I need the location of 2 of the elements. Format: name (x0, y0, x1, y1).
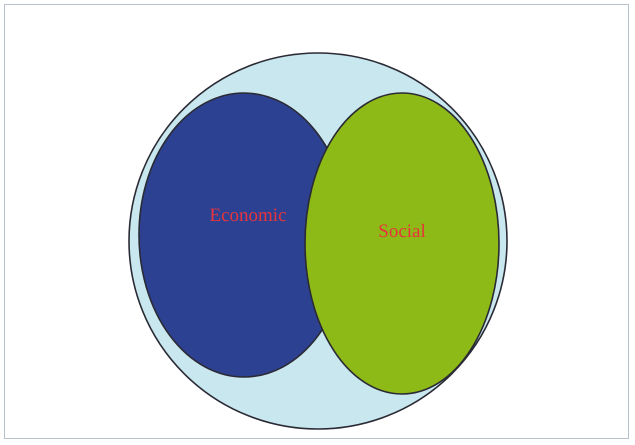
set-label: Economic (209, 205, 287, 227)
set-label: Social (378, 221, 426, 243)
